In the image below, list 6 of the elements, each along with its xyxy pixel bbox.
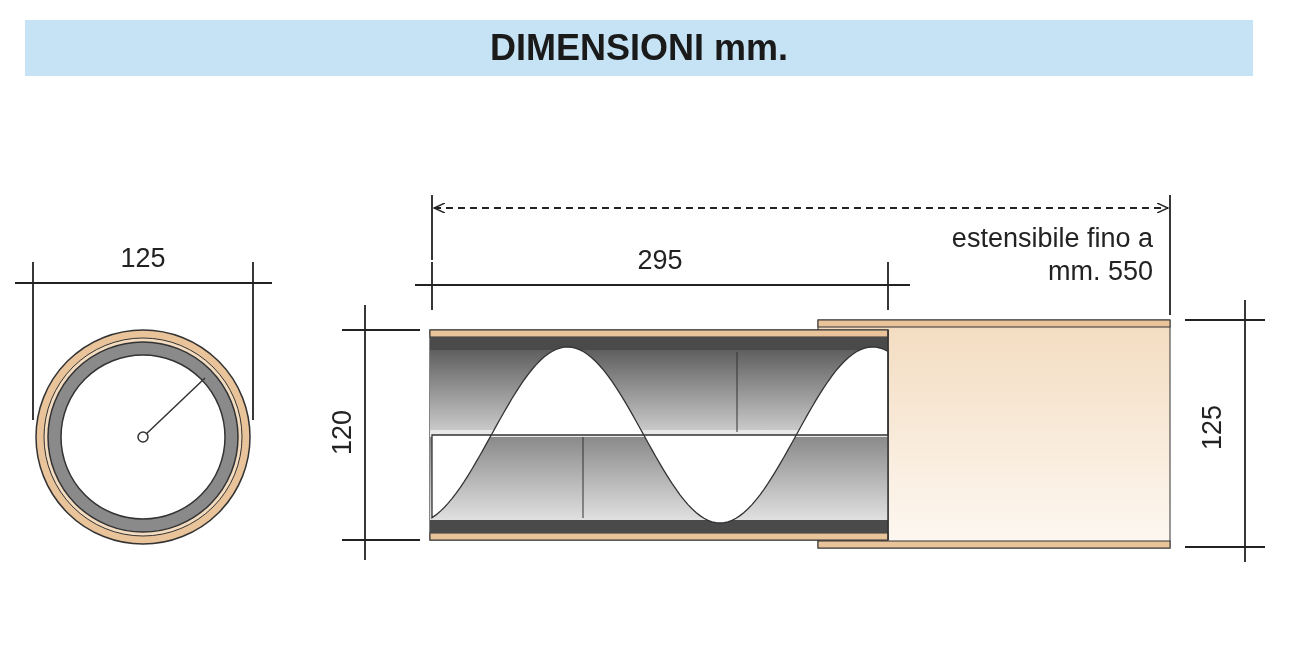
dimension-label: 295 — [637, 246, 683, 274]
title-banner: DIMENSIONI mm. — [25, 20, 1253, 76]
dimension-label: 120 — [328, 409, 356, 455]
dimension-label: 125 — [120, 244, 166, 272]
dimension-label: 125 — [1198, 404, 1226, 450]
note-text: estensibile fino a mm. 550 — [950, 222, 1153, 288]
